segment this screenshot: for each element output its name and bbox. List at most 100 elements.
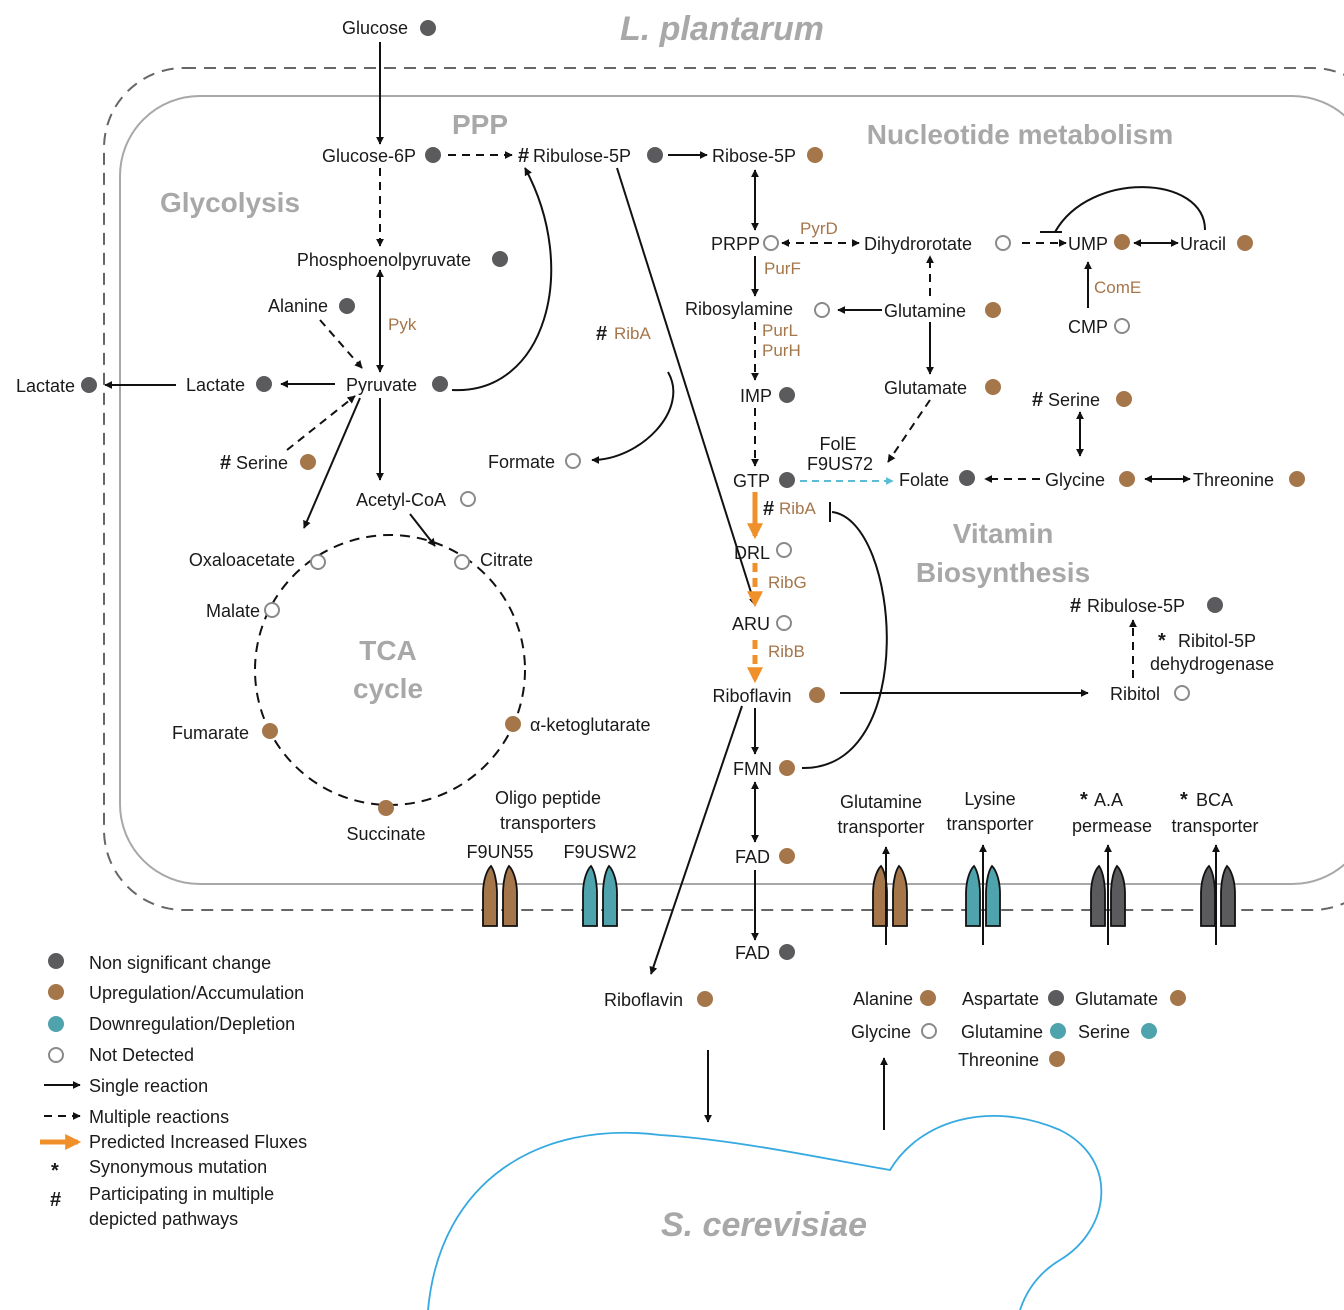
metabolite-riboflavin-extracellular: Riboflavin	[604, 990, 683, 1010]
ext-alanine: Alanine	[853, 989, 913, 1009]
ext-aspartate: Aspartate	[962, 989, 1039, 1009]
metabolite-fumarate: Fumarate	[172, 723, 249, 743]
dot-ext-threonine	[1049, 1051, 1065, 1067]
enzyme-labels: Pyk # RibA PyrD PurF PurL PurH ComE FolE…	[388, 219, 1141, 661]
metabolite-dihydrorotate: Dihydrorotate	[864, 234, 972, 254]
dot-ribulose-5p-right	[1207, 597, 1223, 613]
metabolite-fad-1: FAD	[735, 847, 770, 867]
section-glycolysis: Glycolysis	[160, 187, 300, 218]
transporter-lysine-line2: transporter	[946, 814, 1033, 834]
dot-alanine	[339, 298, 355, 314]
metabolite-riboflavin-intracellular: Riboflavin	[712, 686, 791, 706]
multi-pathway-hash: #	[220, 452, 231, 474]
transporter-f9un55-label: F9UN55	[466, 842, 533, 862]
metabolite-ribosylamine: Ribosylamine	[685, 299, 793, 319]
synonymous-mark: *	[1080, 789, 1088, 811]
dot-riboflavin-out	[697, 991, 713, 1007]
transporter-oligo-line1: Oligo peptide	[495, 788, 601, 808]
multi-pathway-hash: #	[763, 498, 774, 520]
legend-nd-label: Not Detected	[89, 1045, 194, 1065]
extracellular-metabolites: Alanine Aspartate Glutamate Glycine Glut…	[851, 989, 1186, 1070]
enzyme-f9us72: F9US72	[807, 454, 873, 474]
dot-imp	[779, 387, 795, 403]
dot-serine-right	[1116, 391, 1132, 407]
transporter-glutamine-icon	[872, 865, 908, 927]
yeast-cell-outline	[427, 1115, 1103, 1310]
metabolite-ribulose-5p-right: Ribulose-5P	[1087, 596, 1185, 616]
metabolite-threonine: Threonine	[1193, 470, 1274, 490]
metabolite-lactate-extracellular: Lactate	[16, 376, 75, 396]
section-tca-line2: cycle	[353, 673, 423, 704]
dot-fad-2	[779, 944, 795, 960]
multi-pathway-hash: #	[1032, 389, 1043, 411]
ext-serine: Serine	[1078, 1022, 1130, 1042]
reaction-arrows	[104, 42, 1206, 1130]
dot-acetyl-coa	[460, 491, 476, 507]
transporter-f9un55-icon	[482, 865, 518, 927]
status-dots	[81, 20, 1305, 1007]
dot-succinate	[378, 800, 394, 816]
dot-cmp	[1114, 318, 1130, 334]
dot-threonine	[1289, 471, 1305, 487]
dot-malate	[264, 602, 280, 618]
transporters: Oligo peptide transporters F9UN55 F9USW2…	[466, 788, 1259, 945]
metabolite-fmn: FMN	[733, 759, 772, 779]
dot-fumarate	[262, 723, 278, 739]
metabolite-folate: Folate	[899, 470, 949, 490]
metabolite-pyruvate: Pyruvate	[346, 375, 417, 395]
section-vitamin-line2: Biosynthesis	[916, 557, 1090, 588]
legend-flux-label: Predicted Increased Fluxes	[89, 1132, 307, 1152]
metabolite-cmp: CMP	[1068, 317, 1108, 337]
dot-riboflavin-in	[809, 687, 825, 703]
transporter-f9usw2-icon	[582, 865, 618, 927]
legend-down-label: Downregulation/Depletion	[89, 1014, 295, 1034]
metabolite-glucose-6p: Glucose-6P	[322, 146, 416, 166]
synonymous-mark: *	[1180, 789, 1188, 811]
dot-glucose-6p	[425, 147, 441, 163]
dot-dihydrorotate	[995, 235, 1011, 251]
enzyme-pyrd: PyrD	[800, 219, 838, 238]
dot-uracil	[1237, 235, 1253, 251]
legend-syn-symbol: *	[51, 1160, 59, 1182]
metabolite-phosphoenolpyruvate: Phosphoenolpyruvate	[297, 250, 471, 270]
dot-serine-left	[300, 454, 316, 470]
dot-glycine	[1119, 471, 1135, 487]
enzyme-ribb: RibB	[768, 642, 805, 661]
dot-glucose	[420, 20, 436, 36]
metabolite-labels: Glucose Glucose-6P # Ribulose-5P Ribose-…	[16, 18, 1274, 1010]
dot-ext-glutamine	[1050, 1023, 1066, 1039]
multi-pathway-hash: #	[1070, 595, 1081, 617]
dot-ext-aspartate	[1048, 990, 1064, 1006]
metabolite-ump: UMP	[1068, 234, 1108, 254]
enzyme-purh: PurH	[762, 341, 801, 360]
legend-multi-line1: Participating in multiple	[89, 1184, 274, 1204]
dot-ext-alanine	[920, 990, 936, 1006]
legend-syn-label: Synonymous mutation	[89, 1157, 267, 1177]
dot-glutamine	[985, 302, 1001, 318]
metabolite-fad-2: FAD	[735, 943, 770, 963]
dot-formate	[565, 453, 581, 469]
dot-ribitol	[1174, 685, 1190, 701]
metabolite-ribose-5p: Ribose-5P	[712, 146, 796, 166]
section-nucleotide: Nucleotide metabolism	[867, 119, 1174, 150]
legend-up-dot	[48, 984, 64, 1000]
metabolite-alpha-ketoglutarate: α-ketoglutarate	[530, 715, 650, 735]
tca-cycle-ring	[254, 534, 526, 806]
enzyme-pyk: Pyk	[388, 315, 417, 334]
transporter-aa-line1: A.A	[1094, 790, 1123, 810]
dot-gtp	[779, 472, 795, 488]
enzyme-ribitol-5p-dehydrogenase-line1: Ribitol-5P	[1178, 631, 1256, 651]
metabolite-serine-left: Serine	[236, 453, 288, 473]
transporter-glutamine-line1: Glutamine	[840, 792, 922, 812]
metabolite-glutamine: Glutamine	[884, 301, 966, 321]
dot-fmn	[779, 760, 795, 776]
multi-pathway-hash: #	[518, 145, 529, 167]
dot-oxaloacetate	[310, 554, 326, 570]
multi-pathway-hash: #	[596, 323, 607, 345]
metabolite-oxaloacetate: Oxaloacetate	[189, 550, 295, 570]
dot-fad-1	[779, 848, 795, 864]
section-tca-line1: TCA	[359, 635, 417, 666]
legend-down-dot	[48, 1016, 64, 1032]
dot-ext-glutamate	[1170, 990, 1186, 1006]
